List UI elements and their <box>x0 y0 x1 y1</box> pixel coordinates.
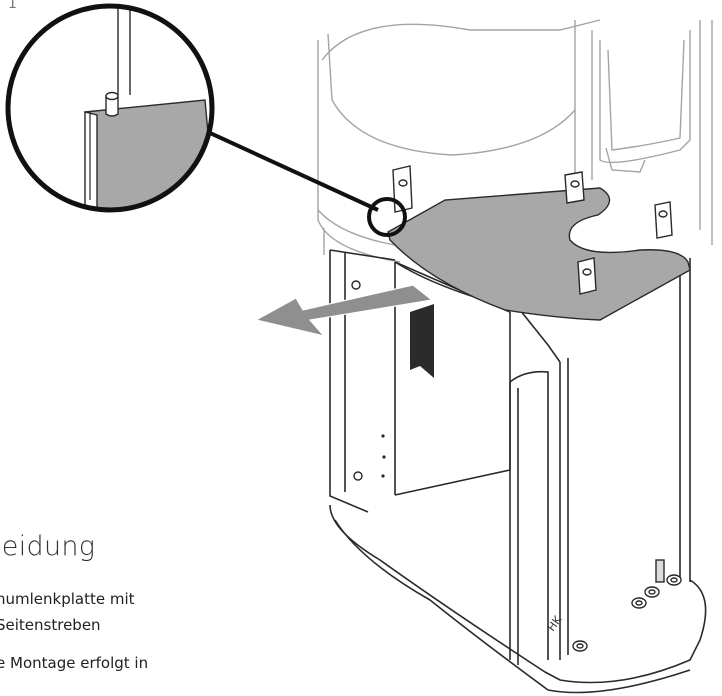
body-text-line: humlenkplatte mit <box>0 590 135 608</box>
base-bolts <box>351 280 682 652</box>
stove-body-outline <box>317 19 713 263</box>
panel-holes <box>381 434 386 478</box>
stand-frame <box>329 249 707 694</box>
body-text-line: Seitenstreben <box>0 616 101 634</box>
callout-connector <box>196 125 379 212</box>
pull-direction-arrow <box>254 284 434 338</box>
section-heading: leidung <box>0 531 96 562</box>
dark-block <box>410 304 434 378</box>
detail-marker-circle <box>367 197 407 237</box>
deflector-plate <box>387 187 691 321</box>
body-text-line: e Montage erfolgt in <box>0 654 149 672</box>
detail-magnifier <box>5 3 215 213</box>
page-number: 1 <box>8 0 17 12</box>
